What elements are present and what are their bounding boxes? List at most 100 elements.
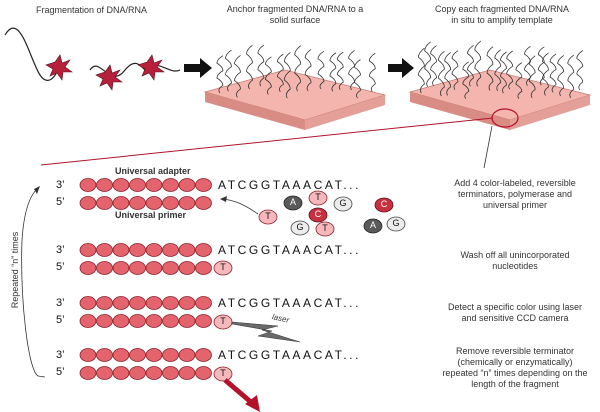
dna-strand: [246, 44, 253, 90]
nucleotide-letter: A: [369, 220, 376, 230]
dna-strand: [348, 50, 356, 91]
adapter-bead: [145, 314, 163, 328]
dna-strand: [567, 54, 575, 99]
sequence-row4: ATCGGTAAACAT...: [218, 348, 362, 362]
dna-strand: [467, 45, 474, 87]
terminal-letter: T: [220, 316, 226, 326]
prime-5-row1: 5’: [56, 196, 65, 208]
adapter-bead: [162, 178, 179, 192]
adapter-bead: [178, 196, 196, 210]
step-fragmentation-label: Fragmentation of DNA/RNA: [36, 5, 148, 15]
adapter-bead: [178, 314, 196, 328]
adapter-bead: [162, 261, 179, 275]
adapter-bead: [112, 314, 130, 328]
free-nucleotides: [258, 190, 406, 237]
step-add-terminators: Add 4 color-labeled, reversible terminat…: [454, 178, 576, 210]
nucleotide-letter: T: [315, 192, 321, 202]
adapter-bead: [129, 178, 146, 192]
adapter-bead: [79, 366, 97, 380]
dna-strand: [368, 52, 376, 92]
dna-strand: [354, 59, 361, 99]
adapter-bead: [79, 314, 97, 328]
prime-3-row2: 3’: [56, 244, 65, 256]
dna-strand: [576, 50, 584, 91]
adapter-bead: [79, 296, 97, 310]
nucleotide-letter: A: [289, 197, 296, 207]
sequence-row1: ATCGGTAAACAT...: [218, 178, 362, 192]
dna-strand: [500, 51, 507, 94]
dna-strand: [216, 55, 224, 94]
dna-strand: [506, 50, 514, 90]
dna-strand: [225, 49, 232, 92]
nucleotide-letter: C: [314, 209, 322, 219]
adapter-bead: [195, 296, 212, 310]
prime-5-row4: 5’: [56, 366, 65, 378]
prime-3-row1: 3’: [56, 179, 65, 191]
adapter-bead: [145, 261, 163, 275]
adapter-bead: [96, 348, 113, 362]
adapter-bead: [96, 243, 113, 257]
step-wash: Wash off all unincorporated nucleotides: [460, 250, 570, 271]
adapter-bead: [162, 196, 179, 210]
dna-strand: [494, 49, 502, 92]
adapter-bead: [96, 178, 113, 192]
adapter-bead: [195, 314, 212, 328]
adapter-bead: [195, 348, 212, 362]
prime-5-row3: 5’: [56, 314, 65, 326]
adapter-bead: [145, 243, 163, 257]
adapter-bead: [129, 314, 146, 328]
adapter-bead: [129, 296, 146, 310]
nucleotide-letter: G: [296, 222, 304, 232]
adapter-bead: [96, 314, 113, 328]
amplified-strands: [417, 40, 584, 99]
dna-strand: [424, 41, 432, 87]
adapter-bead: [178, 261, 196, 275]
adapter-bead: [112, 296, 130, 310]
zoom-pointer: [483, 125, 493, 169]
adapter-bead: [195, 196, 212, 210]
adapter-bead: [195, 261, 212, 275]
adapter-bead: [96, 196, 113, 210]
solid-surface-slide: [203, 69, 387, 130]
step-arrow-1: [184, 58, 212, 78]
adapter-bead: [129, 243, 146, 257]
adapter-bead: [112, 348, 130, 362]
adapter-bead: [112, 243, 130, 257]
adapter-bead: [129, 196, 146, 210]
adapter-bead: [79, 261, 97, 275]
universal-adapter-label: Universal adapter: [115, 166, 191, 176]
adapter-bead: [178, 243, 196, 257]
prime-3-row3: 3’: [56, 297, 65, 309]
dna-strand: [515, 62, 523, 99]
dna-strand: [276, 53, 284, 93]
incorporation-arrow: [221, 198, 259, 215]
adapter-bead: [96, 261, 113, 275]
dna-strand: [329, 52, 337, 92]
repeat-arrow: [21, 187, 39, 377]
adapter-bead: [112, 261, 130, 275]
adapter-bead: [79, 243, 97, 257]
repeat-label: Repeated “n” times: [10, 231, 20, 309]
cleavage-star: [45, 54, 165, 91]
dna-strand: [257, 44, 265, 87]
adapter-bead: [162, 243, 179, 257]
adapter-bead: [79, 348, 97, 362]
laser-bolt: [231, 321, 301, 343]
step-remove-terminator: Remove reversible terminator (chemically…: [442, 346, 588, 389]
prime-5-row2: 5’: [56, 261, 65, 273]
universal-primer-label: Universal primer: [115, 210, 187, 220]
adapter-bead: [79, 178, 97, 192]
adapter-bead: [79, 196, 97, 210]
dna-strand: [430, 45, 438, 86]
dna-strand: [283, 52, 291, 99]
cleavage-arrow: [223, 378, 260, 412]
adapter-bead: [145, 296, 163, 310]
dna-strand: [304, 49, 312, 92]
dna-strand: [549, 53, 557, 93]
nucleotide-letter: T: [220, 262, 226, 272]
anchored-strands: [216, 44, 376, 99]
sequence-row3: ATCGGTAAACAT...: [218, 296, 362, 310]
adapter-bead: [178, 178, 196, 192]
adapter-bead: [178, 296, 196, 310]
